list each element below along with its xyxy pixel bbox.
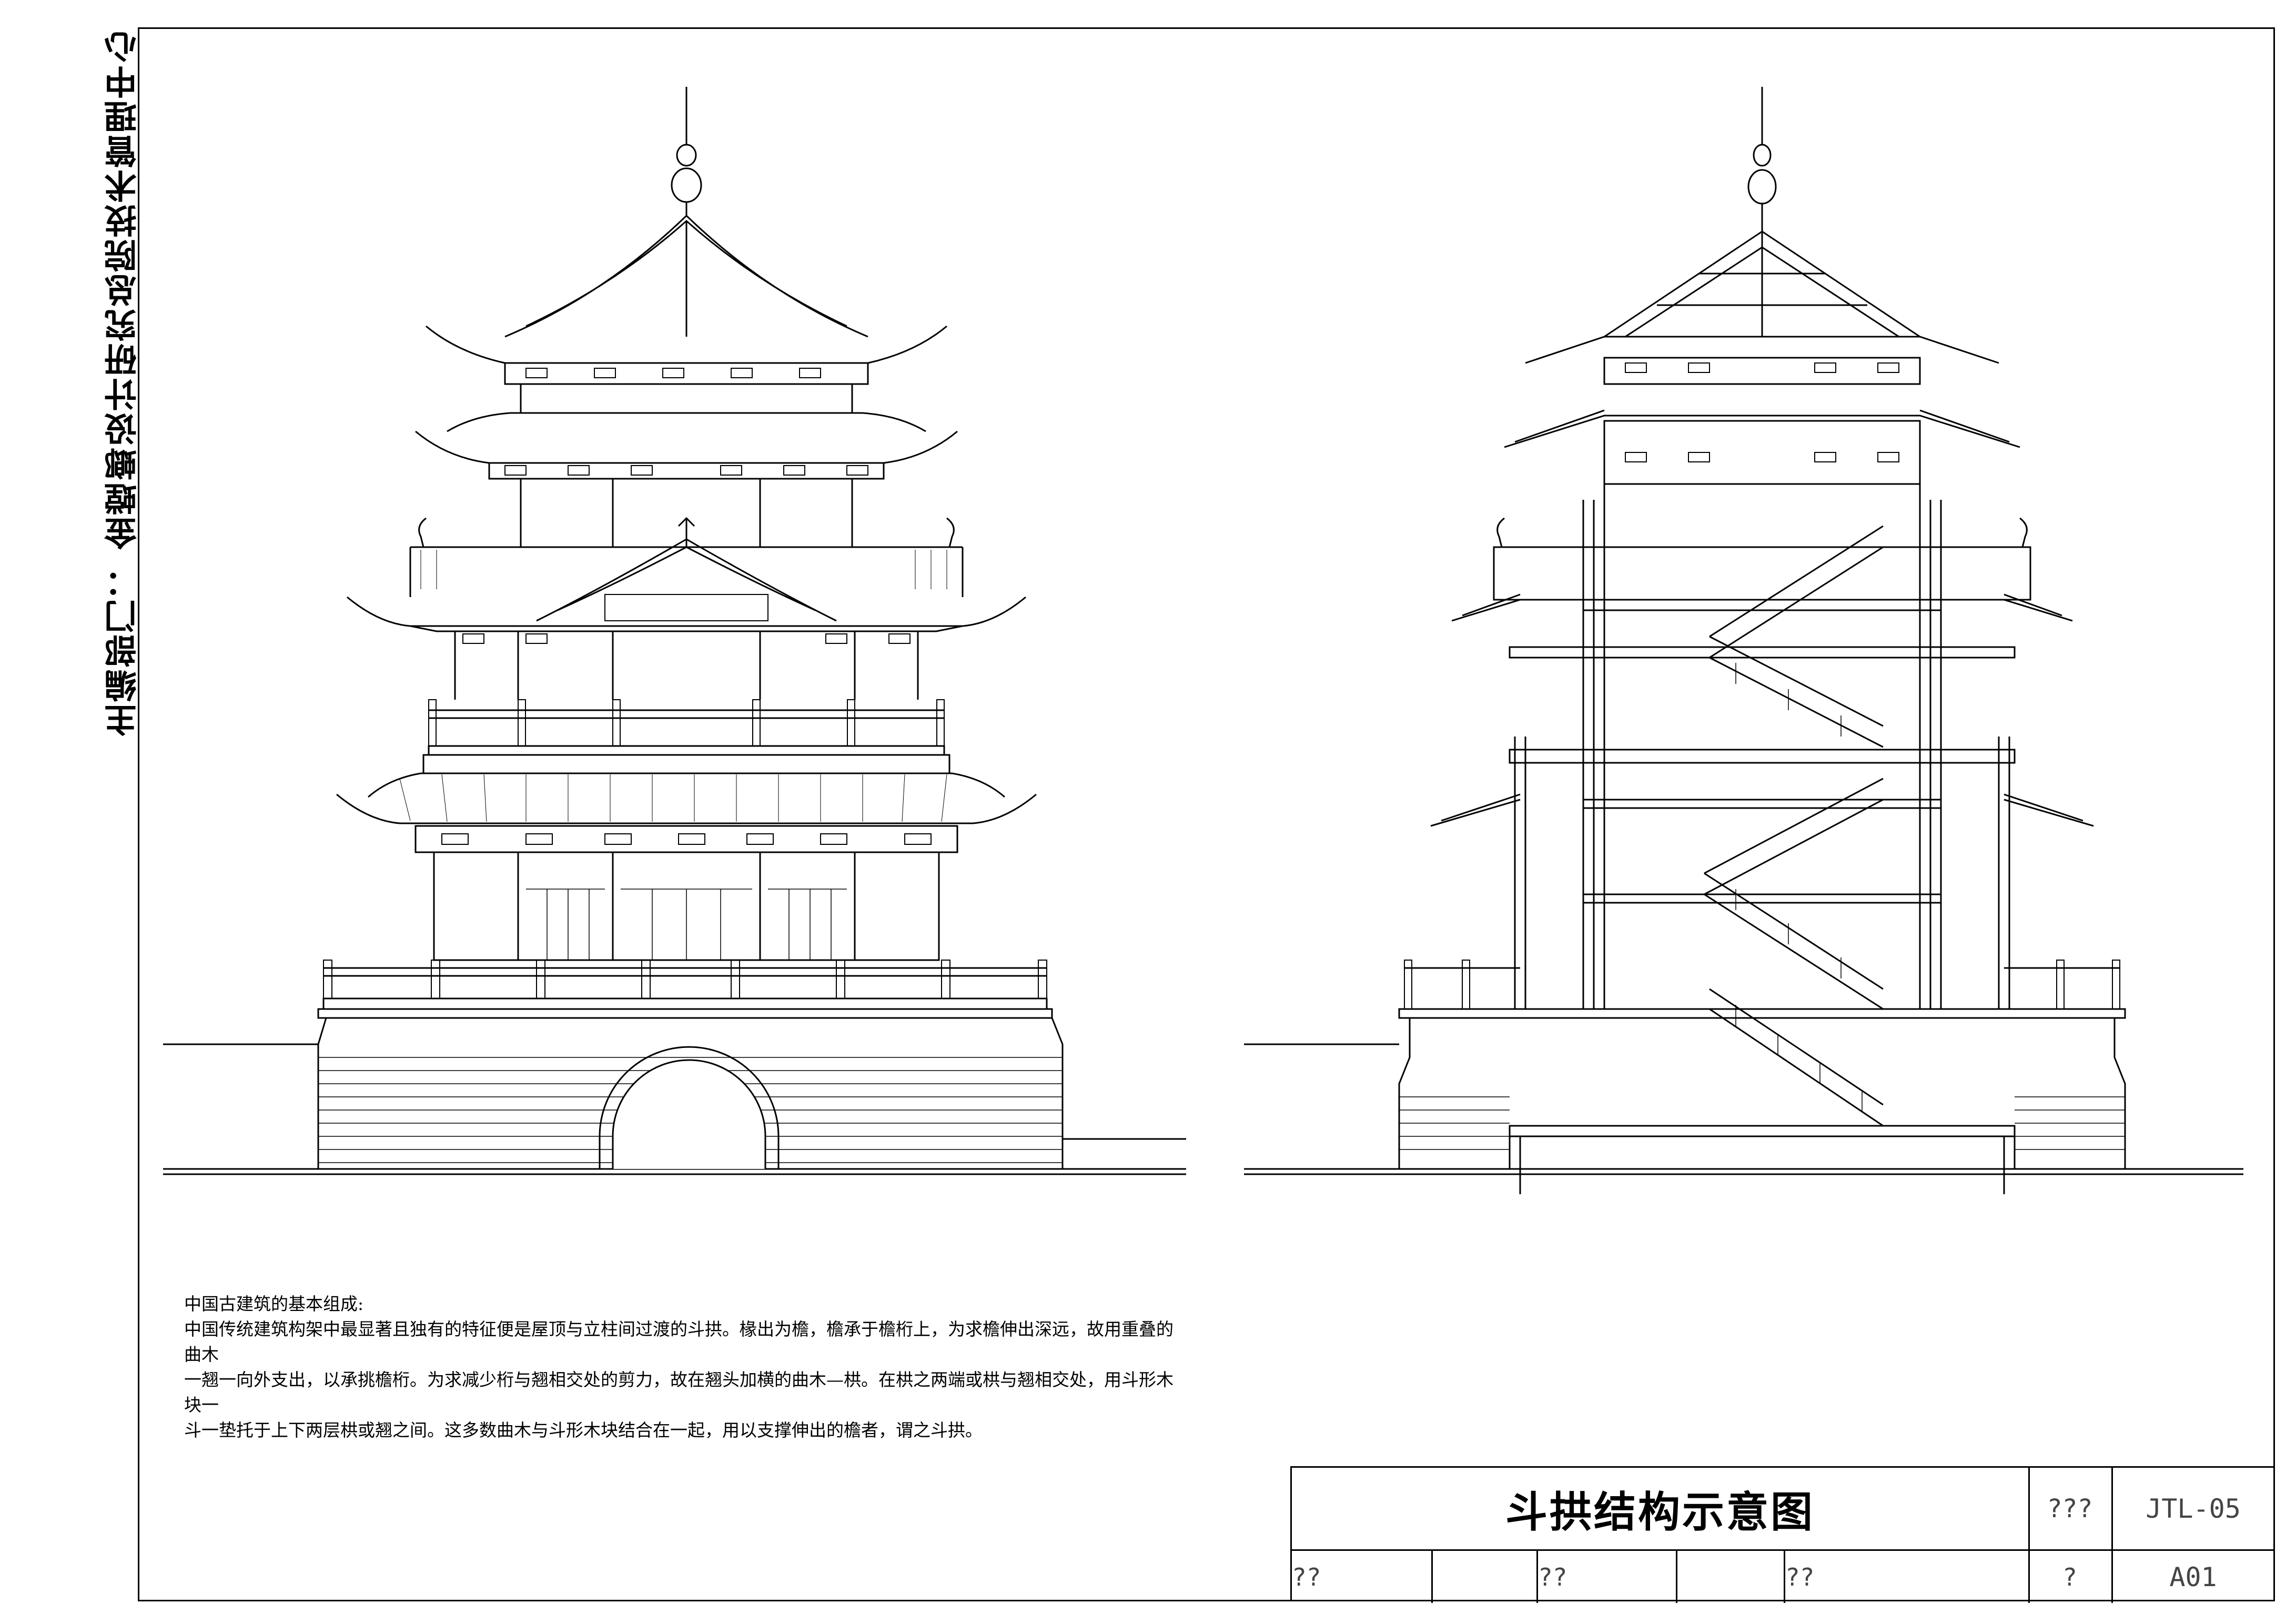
ridge-ornament-left (418, 517, 427, 548)
notes-heading: 中国古建筑的基本组成: (184, 1294, 364, 1314)
notes-block: 中国古建筑的基本组成: 中国传统建筑构架中最显著且独有的特征便是屋顶与立柱间过渡… (184, 1292, 1184, 1443)
staircase (1704, 525, 1884, 1127)
notes-line: 一翘一向外支出，以承挑檐桁。为求减少桁与翘相交处的剪力，故在翘头加横的曲木—栱。… (184, 1369, 1174, 1415)
floor-beams (1509, 599, 2016, 904)
upper-eave-2 (415, 430, 958, 464)
bracket-band (414, 825, 958, 853)
elevation-drawing (163, 87, 1186, 1175)
section-upper-eave (1504, 415, 2020, 448)
central-gable (536, 538, 837, 622)
bottom-label: ?? (1538, 1562, 1567, 1591)
drawing-frame (138, 27, 2275, 1601)
door-panels (526, 889, 847, 960)
middle-eave (347, 596, 1026, 627)
section-top-eave (1525, 336, 1999, 364)
title-block: 斗拱结构示意图 ??? JTL-05 ?? ?? ?? ? A01 (1290, 1466, 2275, 1603)
notes-line: 中国传统建筑构架中最显著且独有的特征便是屋顶与立柱间过渡的斗拱。椽出为檐，檐承于… (184, 1319, 1174, 1365)
arch-opening (612, 1059, 766, 1169)
middle-roof-tiles (420, 550, 947, 589)
balustrade-posts (323, 960, 1047, 999)
bottom-label: ?? (1292, 1562, 1321, 1591)
section-middle-eave (1451, 599, 2073, 622)
section-columns (1514, 484, 2010, 1009)
label-top-right: ??? (2047, 1494, 2093, 1524)
hall-columns (433, 852, 940, 960)
section-drawing (1244, 87, 2243, 1194)
arch-outline (599, 1046, 780, 1169)
notes-line: 斗一垫托于上下两层栱或翘之间。这多数曲木与斗形木块结合在一起，用以支撑伸出的檐者… (184, 1420, 983, 1440)
lower-eave (336, 793, 1037, 824)
dougong-brackets (441, 833, 932, 845)
ridge-ornament-right (946, 517, 955, 548)
bottom-label: ?? (1785, 1562, 1815, 1591)
lower-eave-ridge (368, 772, 1005, 798)
platform (317, 1008, 1053, 1019)
basement-frame (1509, 1125, 2016, 1170)
roof-tiles (399, 774, 947, 822)
section-base (1398, 1017, 2126, 1170)
label-bottom-right: ? (2062, 1562, 2077, 1591)
sheet-number: A01 (2169, 1561, 2217, 1592)
finial-gourd (671, 167, 702, 203)
drawing-number: JTL-05 (2146, 1493, 2241, 1524)
drawing-title: 斗拱结构示意图 (1505, 1487, 1815, 1537)
section-lower-eave (1430, 799, 2094, 827)
